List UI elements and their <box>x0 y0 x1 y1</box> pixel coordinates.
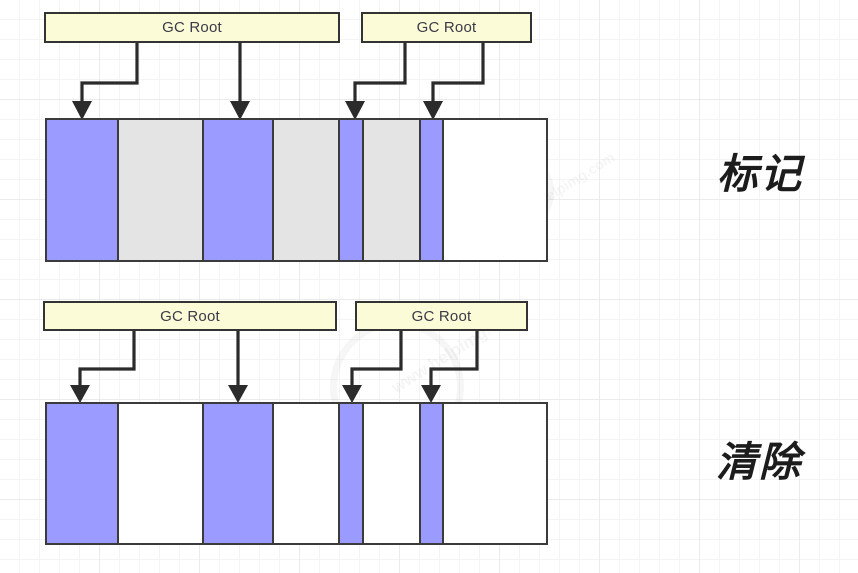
heap-cell-sweep-6[interactable] <box>364 404 421 543</box>
gc-root-label: GC Root <box>162 19 222 36</box>
arrow-root1-cell1 <box>72 43 139 120</box>
arrow-root1-cell1 <box>70 331 136 403</box>
gc-root-label: GC Root <box>411 307 472 325</box>
arrow-root2-cell7 <box>421 331 479 403</box>
heap-cell-mark-8[interactable] <box>444 120 546 260</box>
arrow-root1-cell3 <box>228 331 248 403</box>
gc-root-box-1[interactable]: GC Root <box>44 12 340 43</box>
arrow-root2-cell5 <box>342 331 403 403</box>
heap-cell-mark-1[interactable] <box>47 120 119 260</box>
arrow-root2-cell5 <box>345 43 407 120</box>
heap-cell-mark-7[interactable] <box>421 120 444 260</box>
heap-cell-sweep-4[interactable] <box>274 404 340 543</box>
gc-root-box-3[interactable]: GC Root <box>43 301 337 331</box>
heap-cell-sweep-3[interactable] <box>204 404 274 543</box>
heap-cell-sweep-7[interactable] <box>421 404 444 543</box>
heap-cell-mark-4[interactable] <box>274 120 340 260</box>
heap-cell-sweep-5[interactable] <box>340 404 364 543</box>
heap-cell-sweep-1[interactable] <box>47 404 119 543</box>
gc-root-label: GC Root <box>160 307 220 325</box>
phase-label-mark: 标记 <box>717 150 803 198</box>
heap-cell-mark-5[interactable] <box>340 120 364 260</box>
arrow-root2-cell7 <box>423 43 485 120</box>
heap-cell-mark-2[interactable] <box>119 120 204 260</box>
heap-cell-mark-3[interactable] <box>204 120 274 260</box>
gc-root-box-4[interactable]: GC Root <box>355 301 528 331</box>
heap-cell-sweep-2[interactable] <box>119 404 204 543</box>
gc-root-label: GC Root <box>416 19 477 36</box>
arrow-root1-cell3 <box>230 43 250 120</box>
heap-strip-mark <box>45 118 548 262</box>
phase-label-sweep: 清除 <box>716 438 802 486</box>
heap-cell-sweep-8[interactable] <box>444 404 546 543</box>
heap-cell-mark-6[interactable] <box>364 120 421 260</box>
gc-root-box-2[interactable]: GC Root <box>361 12 532 43</box>
heap-strip-sweep <box>45 402 548 545</box>
